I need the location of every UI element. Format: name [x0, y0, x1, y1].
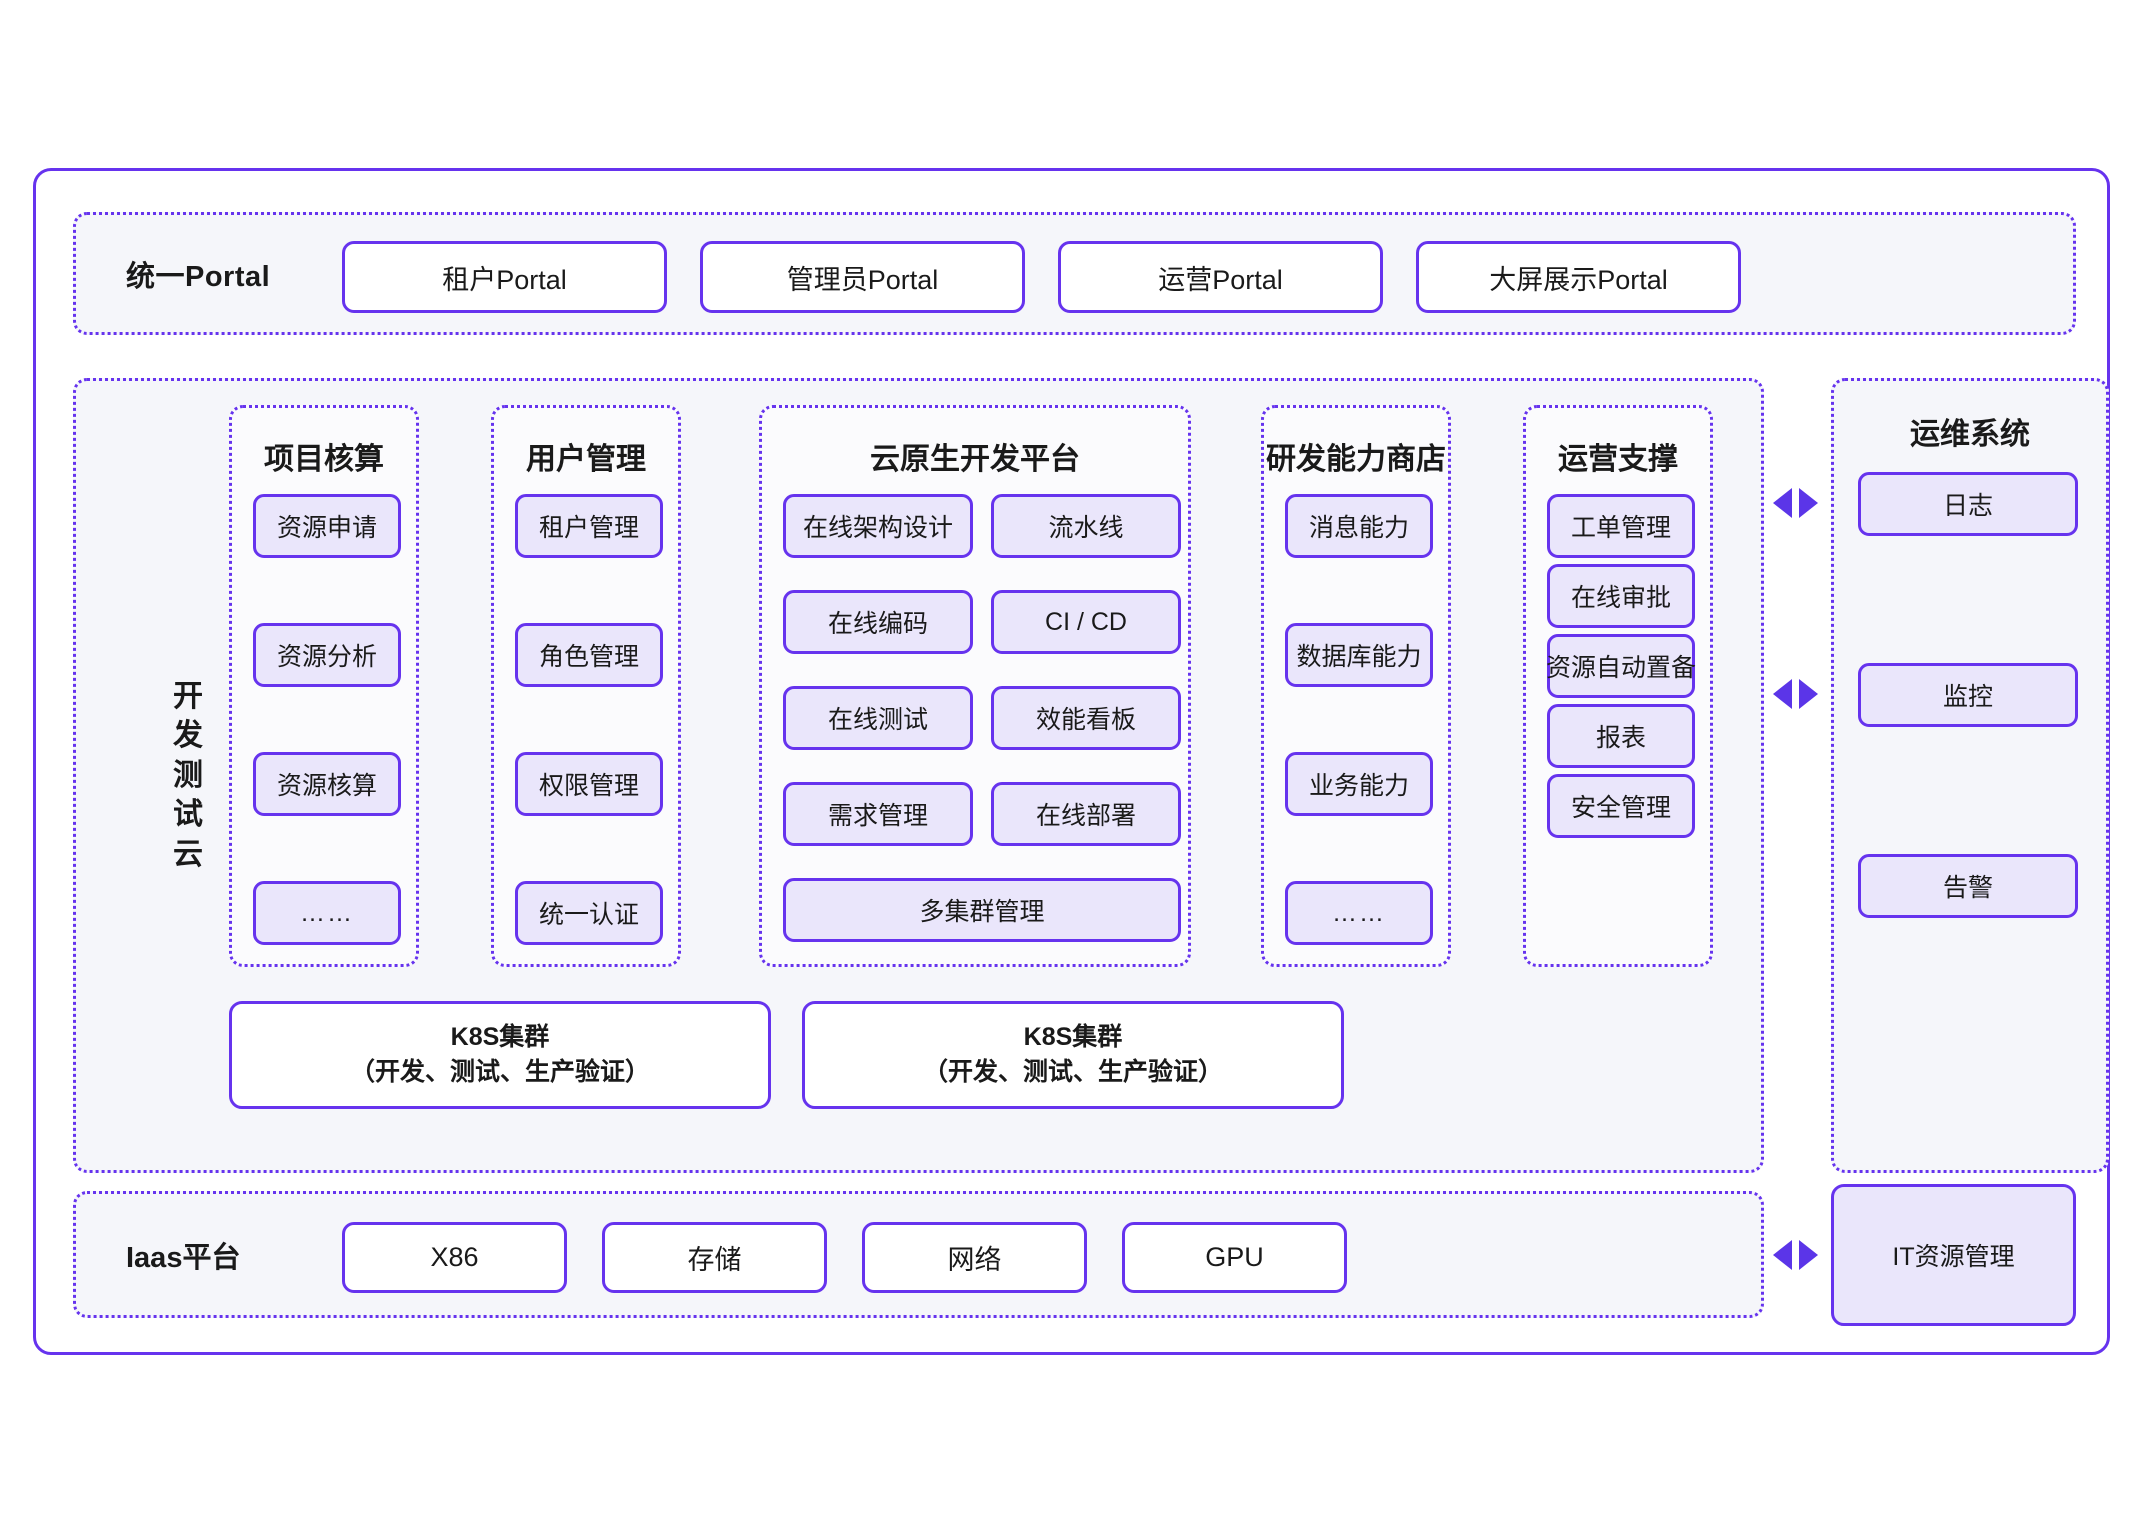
arrow-right-icon: [1799, 679, 1818, 709]
group-rnd-capability-store: 研发能力商店 消息能力 数据库能力 业务能力 ……: [1261, 405, 1451, 967]
connector-arrows-ops-top: [1773, 488, 1818, 518]
cell-role-management[interactable]: 角色管理: [515, 623, 663, 687]
group-cloud-native-platform: 云原生开发平台 在线架构设计 在线编码 在线测试 需求管理 流水线 CI / C…: [759, 405, 1191, 967]
cell-more-project-accounting[interactable]: ……: [253, 881, 401, 945]
cell-report[interactable]: 报表: [1547, 704, 1695, 768]
devtest-cloud-band: 开 发 测 试 云 项目核算 资源申请 资源分析 资源核算 …… 用户管理 租户…: [73, 378, 1764, 1173]
cell-pipeline[interactable]: 流水线: [991, 494, 1181, 558]
ops-system-title: 运维系统: [1910, 418, 2030, 451]
group-operations-support-title: 运营支撑: [1558, 443, 1678, 476]
k8s-cluster-box-2: K8S集群 （开发、测试、生产验证）: [802, 1001, 1344, 1109]
architecture-frame: 统一Portal 租户Portal 管理员Portal 运营Portal 大屏展…: [33, 168, 2110, 1355]
arrow-left-icon: [1773, 1240, 1792, 1270]
group-operations-support: 运营支撑 工单管理 在线审批 资源自动置备 报表 安全管理: [1523, 405, 1713, 967]
arrow-right-icon: [1799, 488, 1818, 518]
cell-message-capability[interactable]: 消息能力: [1285, 494, 1433, 558]
cell-monitoring[interactable]: 监控: [1858, 663, 2078, 727]
arrow-left-icon: [1773, 488, 1792, 518]
connector-arrows-iaas: [1773, 1240, 1818, 1270]
cell-resource-analysis[interactable]: 资源分析: [253, 623, 401, 687]
iaas-button-gpu[interactable]: GPU: [1122, 1222, 1347, 1293]
cell-requirement-management[interactable]: 需求管理: [783, 782, 973, 846]
cell-multi-cluster-management[interactable]: 多集群管理: [783, 878, 1181, 942]
group-rnd-capability-store-title: 研发能力商店: [1266, 443, 1446, 476]
group-project-accounting: 项目核算 资源申请 资源分析 资源核算 ……: [229, 405, 419, 967]
k8s-cluster-box-1: K8S集群 （开发、测试、生产验证）: [229, 1001, 771, 1109]
cell-alarm[interactable]: 告警: [1858, 854, 2078, 918]
group-project-accounting-title: 项目核算: [264, 443, 384, 476]
k8s-cluster-box-2-line2: （开发、测试、生产验证）: [922, 1058, 1223, 1086]
portal-button-operations[interactable]: 运营Portal: [1058, 241, 1383, 313]
devtest-cloud-label-char-1: 发: [173, 719, 203, 753]
arrow-left-icon: [1773, 679, 1792, 709]
devtest-cloud-label-char-4: 云: [173, 837, 203, 871]
cell-log[interactable]: 日志: [1858, 472, 2078, 536]
connector-arrows-ops-bottom: [1773, 679, 1818, 709]
iaas-band: Iaas平台 X86 存储 网络 GPU: [73, 1191, 1764, 1318]
cell-unified-authentication[interactable]: 统一认证: [515, 881, 663, 945]
cell-resource-request[interactable]: 资源申请: [253, 494, 401, 558]
cell-online-architecture-design[interactable]: 在线架构设计: [783, 494, 973, 558]
group-cloud-native-platform-title: 云原生开发平台: [870, 443, 1080, 476]
arrow-right-icon: [1799, 1240, 1818, 1270]
cell-tenant-management[interactable]: 租户管理: [515, 494, 663, 558]
cell-resource-accounting[interactable]: 资源核算: [253, 752, 401, 816]
cell-efficiency-dashboard[interactable]: 效能看板: [991, 686, 1181, 750]
iaas-button-storage[interactable]: 存储: [602, 1222, 827, 1293]
devtest-cloud-label-char-3: 试: [173, 798, 203, 832]
cell-database-capability[interactable]: 数据库能力: [1285, 623, 1433, 687]
cell-online-approval[interactable]: 在线审批: [1547, 564, 1695, 628]
cell-permission-management[interactable]: 权限管理: [515, 752, 663, 816]
devtest-cloud-label-char-0: 开: [173, 679, 203, 713]
portal-button-admin[interactable]: 管理员Portal: [700, 241, 1025, 313]
ops-system-panel: 运维系统 日志 监控 告警: [1831, 378, 2109, 1173]
cell-ticket-management[interactable]: 工单管理: [1547, 494, 1695, 558]
cell-online-deployment[interactable]: 在线部署: [991, 782, 1181, 846]
group-user-management-title: 用户管理: [526, 443, 646, 476]
iaas-band-label: Iaas平台: [126, 1241, 241, 1274]
cell-online-coding[interactable]: 在线编码: [783, 590, 973, 654]
cell-more-rnd-capability[interactable]: ……: [1285, 881, 1433, 945]
portal-band: 统一Portal 租户Portal 管理员Portal 运营Portal 大屏展…: [73, 212, 2076, 335]
it-resource-management-box[interactable]: IT资源管理: [1831, 1184, 2076, 1326]
iaas-button-x86[interactable]: X86: [342, 1222, 567, 1293]
cell-auto-resource-provisioning[interactable]: 资源自动置备: [1546, 634, 1696, 698]
portal-band-label: 统一Portal: [126, 260, 271, 293]
devtest-cloud-label: 开 发 测 试 云: [168, 677, 208, 875]
cell-business-capability[interactable]: 业务能力: [1285, 752, 1433, 816]
portal-button-tenant[interactable]: 租户Portal: [342, 241, 667, 313]
k8s-cluster-box-2-line1: K8S集群: [1023, 1022, 1123, 1051]
k8s-cluster-box-1-line1: K8S集群: [450, 1022, 550, 1051]
devtest-cloud-label-char-2: 测: [173, 758, 203, 792]
cell-ci-cd[interactable]: CI / CD: [991, 590, 1181, 654]
cell-security-management[interactable]: 安全管理: [1547, 774, 1695, 838]
group-user-management: 用户管理 租户管理 角色管理 权限管理 统一认证: [491, 405, 681, 967]
iaas-button-network[interactable]: 网络: [862, 1222, 1087, 1293]
portal-button-bigscreen[interactable]: 大屏展示Portal: [1416, 241, 1741, 313]
k8s-cluster-box-1-line2: （开发、测试、生产验证）: [349, 1058, 650, 1086]
cell-online-testing[interactable]: 在线测试: [783, 686, 973, 750]
